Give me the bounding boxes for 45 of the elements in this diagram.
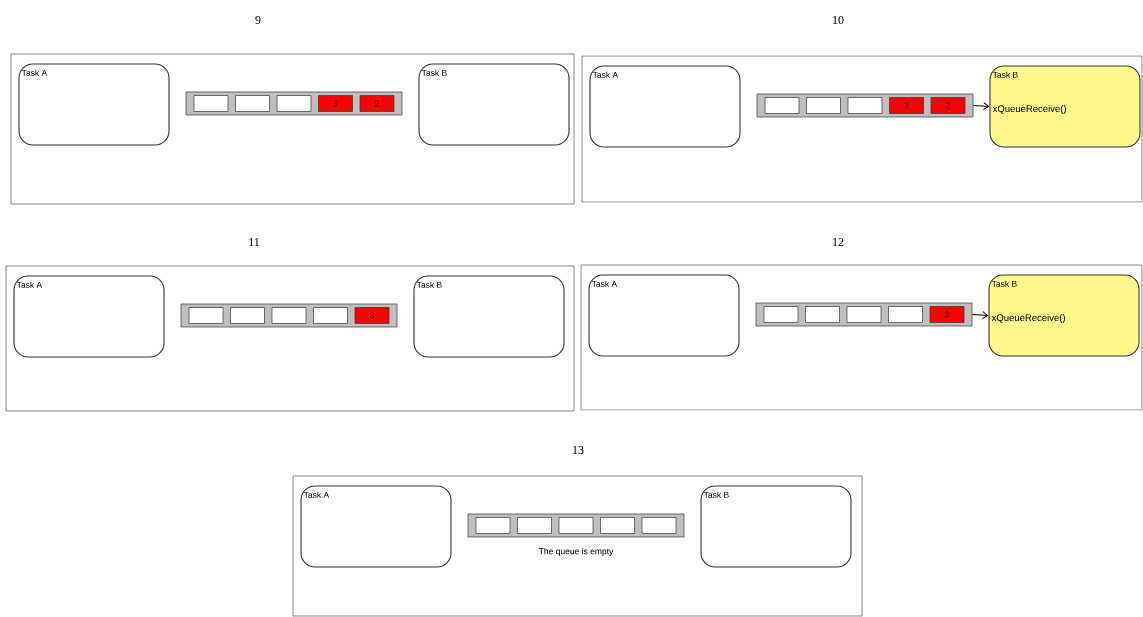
queue-item: 3: [889, 97, 924, 114]
queue-item: 2: [359, 95, 395, 112]
queue-caption: The queue is empty: [538, 548, 614, 556]
queue-slot: [193, 95, 229, 112]
panel-number: 11: [249, 238, 260, 246]
task-name: Task B: [992, 71, 1018, 78]
queue-slot: [313, 307, 348, 324]
queue-slot: [188, 307, 224, 324]
arrow: [971, 311, 989, 320]
task-name: Task A: [21, 69, 48, 76]
task-name: Task A: [16, 281, 43, 288]
queue-slot: [641, 517, 677, 534]
task-name: Task B: [416, 281, 442, 288]
task-name: Task A: [303, 491, 330, 498]
task-name: Task B: [703, 491, 729, 498]
queue-item: 3: [929, 306, 965, 323]
queue-slot: [763, 306, 799, 323]
queue-slot: [558, 517, 594, 534]
queue-slot: [888, 306, 923, 323]
queue-slot: [230, 307, 265, 324]
queue-slot: [847, 97, 883, 114]
panel-number: 10: [833, 15, 844, 25]
queue-slot: [764, 97, 800, 114]
queue-slot: [276, 95, 312, 112]
queue-slot: [846, 306, 882, 323]
queue-item: 3: [318, 95, 353, 112]
panel-number: 13: [573, 445, 584, 454]
queue-slot: [271, 307, 307, 324]
queue-slot: [475, 517, 511, 534]
task-name: Task A: [591, 280, 618, 287]
queue-slot: [806, 97, 841, 114]
queue-slot: [517, 517, 552, 534]
queue-slot: [805, 306, 840, 323]
queue-slot: [600, 517, 635, 534]
queue-item: 3: [354, 307, 390, 324]
task-name: Task B: [991, 280, 1017, 287]
queue-item: 2: [930, 97, 966, 114]
function-call: xQueueReceive(): [991, 314, 1065, 323]
function-call: xQueueReceive(): [992, 105, 1066, 114]
panel-number: 9: [255, 15, 261, 24]
arrow: [972, 102, 990, 111]
task-name: Task A: [592, 71, 619, 78]
queue-slot: [235, 95, 270, 112]
panel-number: 12: [833, 238, 844, 246]
task-name: Task B: [421, 69, 447, 76]
